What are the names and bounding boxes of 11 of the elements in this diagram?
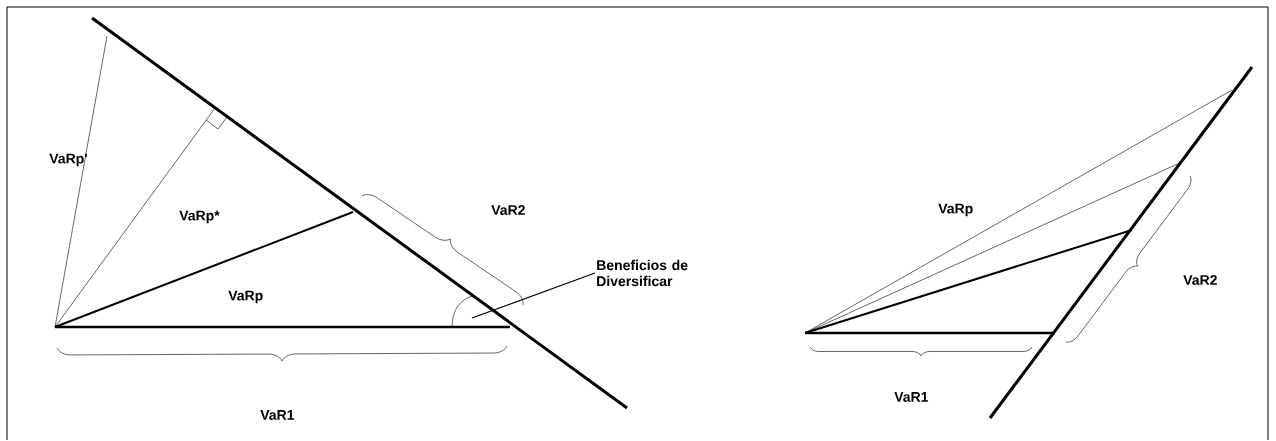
line-label: VaRp bbox=[228, 290, 263, 304]
line-label: VaRp' bbox=[49, 153, 87, 167]
line-label: VaR1 bbox=[260, 410, 295, 420]
line-label: VaRp bbox=[938, 203, 973, 217]
line-label: VaR2 bbox=[1183, 275, 1217, 285]
callout-text: Beneficios de Diversificar bbox=[597, 259, 688, 287]
leader-line bbox=[471, 272, 596, 319]
angle-arc bbox=[451, 295, 473, 328]
line-label: VaRp* bbox=[179, 210, 220, 224]
line-label: VaR2 bbox=[491, 205, 525, 215]
line-label: VaR1 bbox=[894, 392, 929, 402]
